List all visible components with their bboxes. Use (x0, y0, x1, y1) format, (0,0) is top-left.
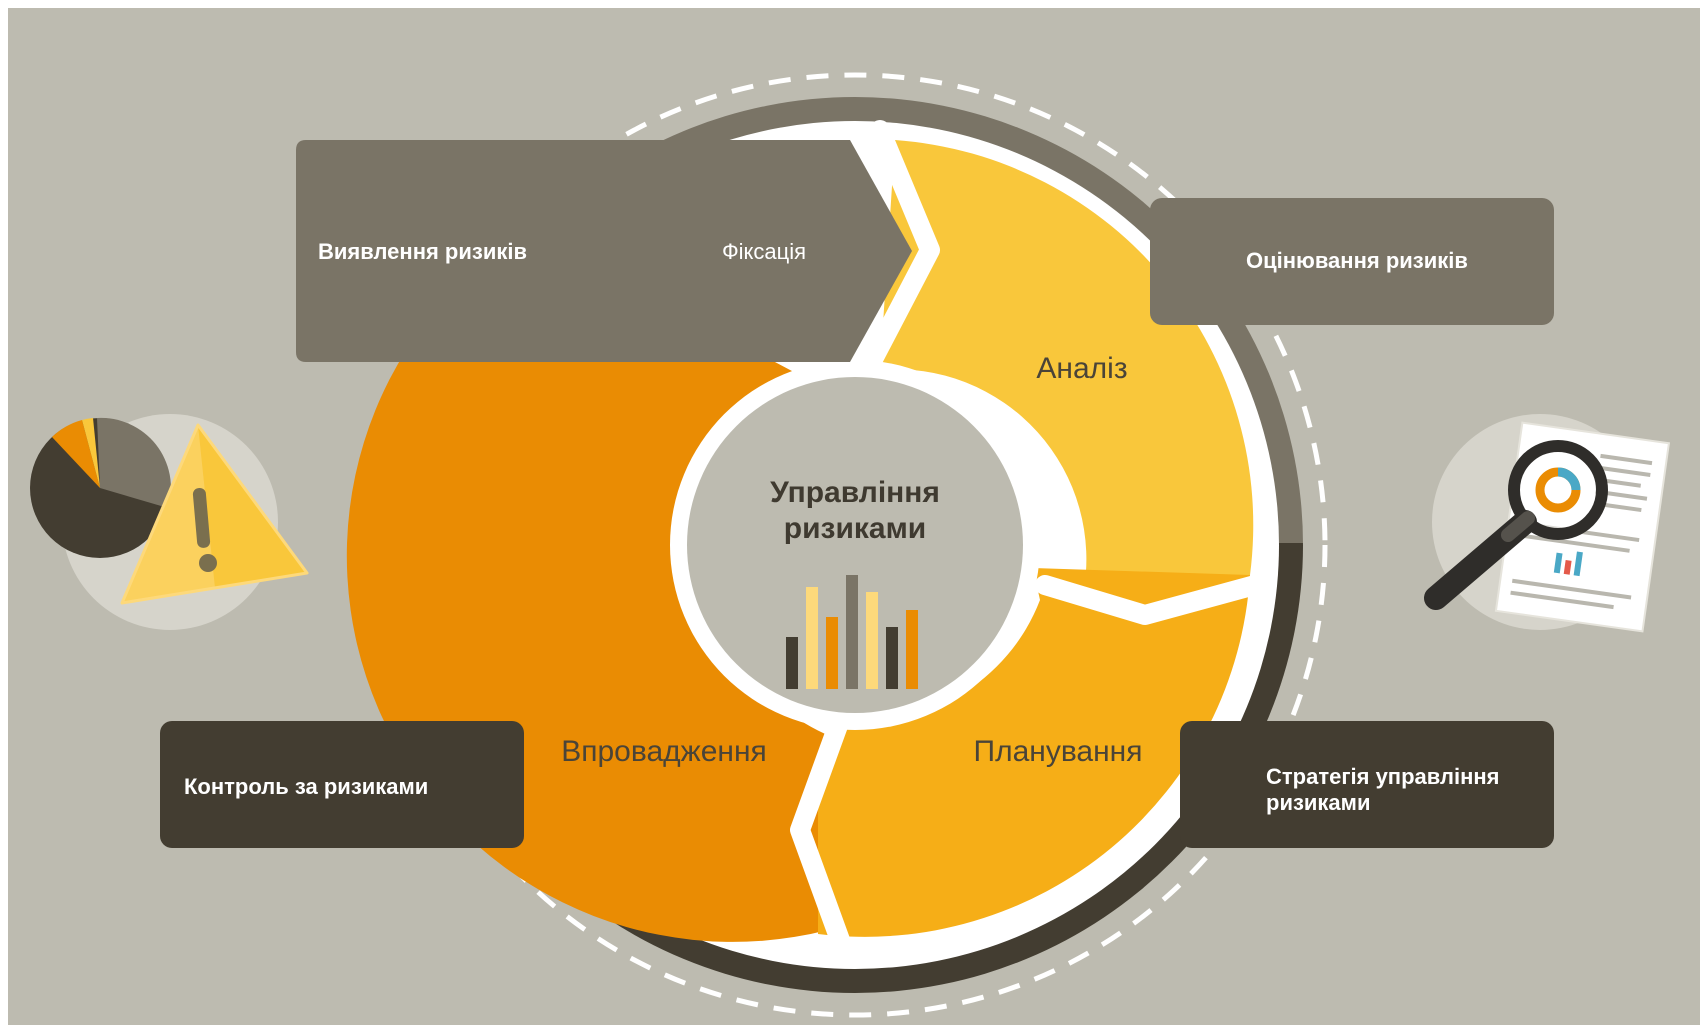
banner-strategy-label-line1: Стратегія управління (1266, 764, 1500, 789)
dashed-ring (382, 72, 1328, 1018)
segment-analysis (880, 140, 1254, 600)
banner-strategy-label-line2: ризиками (1266, 790, 1370, 815)
banner-fixation-label: Фіксація (722, 239, 806, 264)
magnifier-document-icon (1424, 414, 1671, 633)
center-circle (687, 377, 1023, 713)
banner-identification (296, 140, 912, 362)
pie-chart-warning-icon (30, 414, 309, 630)
banner-assessment (1150, 198, 1554, 325)
segment-planning (818, 568, 1250, 937)
segment-label-implementation: Впровадження (561, 735, 767, 768)
center-title-line1: Управління (770, 476, 940, 509)
segment-separators (790, 120, 1265, 950)
banner-strategy (1180, 721, 1554, 848)
banner-control (160, 721, 524, 848)
segment-label-analysis: Аналіз (1036, 352, 1127, 385)
segment-label-planning: Планування (974, 735, 1143, 768)
bar-chart-icon (786, 575, 918, 689)
banner-assessment-label: Оцінювання ризиків (1246, 248, 1468, 273)
banner-control-label: Контроль за ризиками (184, 774, 428, 799)
center-title-line2: ризиками (784, 512, 926, 545)
banner-identification-label: Виявлення ризиків (318, 239, 527, 264)
